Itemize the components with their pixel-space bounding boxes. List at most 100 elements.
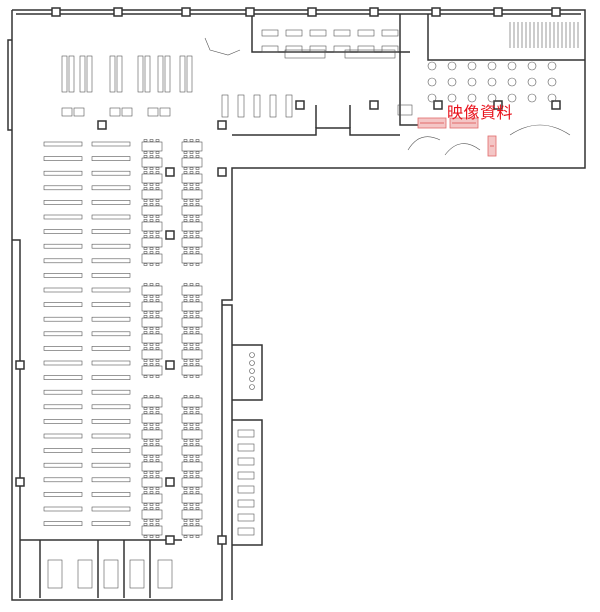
shelf-unit — [269, 94, 277, 118]
chair — [195, 375, 200, 378]
reading-table — [141, 445, 163, 456]
chair — [183, 491, 188, 494]
table — [357, 29, 375, 37]
chair — [189, 519, 194, 522]
chair — [183, 283, 188, 286]
reading-table — [141, 157, 163, 168]
chair — [143, 263, 148, 266]
book-shelf — [91, 316, 131, 322]
table — [237, 471, 255, 480]
chair — [143, 491, 148, 494]
chair — [143, 199, 148, 202]
chair — [195, 315, 200, 318]
round-table — [487, 77, 497, 87]
book-shelf — [43, 346, 83, 351]
structural-column — [165, 535, 175, 545]
chair — [183, 295, 188, 298]
chair — [155, 503, 160, 506]
structural-column — [181, 7, 191, 17]
chair — [189, 203, 194, 206]
round-table — [547, 61, 557, 71]
chair — [149, 327, 154, 330]
reading-table — [141, 365, 163, 376]
chair — [143, 231, 148, 234]
chair — [189, 295, 194, 298]
chair — [155, 219, 160, 222]
chair — [149, 183, 154, 186]
structural-column — [217, 120, 227, 130]
chair — [155, 359, 160, 362]
book-shelf — [43, 521, 83, 526]
chair — [155, 491, 160, 494]
chair — [155, 215, 160, 218]
chair — [189, 231, 194, 234]
service-counter — [204, 37, 241, 56]
book-shelf — [91, 229, 131, 234]
av-materials-label: 映像資料 — [447, 103, 514, 122]
chair — [195, 187, 200, 190]
chair — [183, 359, 188, 362]
av-materials-highlight — [417, 117, 497, 157]
chair — [155, 535, 160, 538]
book-shelf — [43, 316, 83, 322]
chair — [183, 299, 188, 302]
structural-column — [165, 477, 175, 487]
book-shelf — [43, 506, 83, 512]
round-table — [427, 61, 437, 71]
table — [381, 45, 399, 53]
west-strip — [12, 239, 21, 598]
chair — [183, 443, 188, 446]
reading-table — [181, 477, 203, 488]
book-shelf — [43, 185, 83, 191]
book-shelf — [43, 433, 83, 439]
book-shelf — [91, 419, 131, 424]
meeting-table — [129, 559, 145, 589]
chair — [189, 359, 194, 362]
chair — [149, 247, 154, 250]
structural-column — [97, 120, 107, 130]
shelf-unit — [285, 94, 293, 118]
reading-table — [181, 461, 203, 472]
chair — [149, 171, 154, 174]
chair — [195, 475, 200, 478]
table — [237, 513, 255, 522]
chair — [195, 283, 200, 286]
chair — [189, 427, 194, 430]
table — [285, 45, 303, 53]
chair — [149, 363, 154, 366]
chair — [155, 471, 160, 474]
reading-table — [181, 493, 203, 504]
round-table — [447, 61, 457, 71]
chair — [143, 407, 148, 410]
chair — [155, 299, 160, 302]
chair — [189, 183, 194, 186]
chair — [149, 187, 154, 190]
chair — [183, 251, 188, 254]
book-shelf — [91, 214, 131, 220]
reading-table — [141, 189, 163, 200]
chair — [149, 251, 154, 254]
chair — [183, 503, 188, 506]
round-table — [467, 93, 477, 103]
book-shelf — [91, 287, 131, 293]
chair — [189, 199, 194, 202]
chair — [143, 375, 148, 378]
chair — [149, 503, 154, 506]
chair — [155, 311, 160, 314]
chair — [189, 215, 194, 218]
structural-column — [551, 7, 561, 17]
chair — [143, 359, 148, 362]
round-table — [507, 61, 517, 71]
structural-column — [369, 7, 379, 17]
chair — [155, 443, 160, 446]
chair — [155, 155, 160, 158]
chair — [183, 475, 188, 478]
long-table — [344, 49, 396, 59]
reading-table — [181, 285, 203, 296]
chair — [195, 363, 200, 366]
chair — [195, 427, 200, 430]
reading-table — [181, 189, 203, 200]
chair — [149, 235, 154, 238]
chair — [195, 295, 200, 298]
